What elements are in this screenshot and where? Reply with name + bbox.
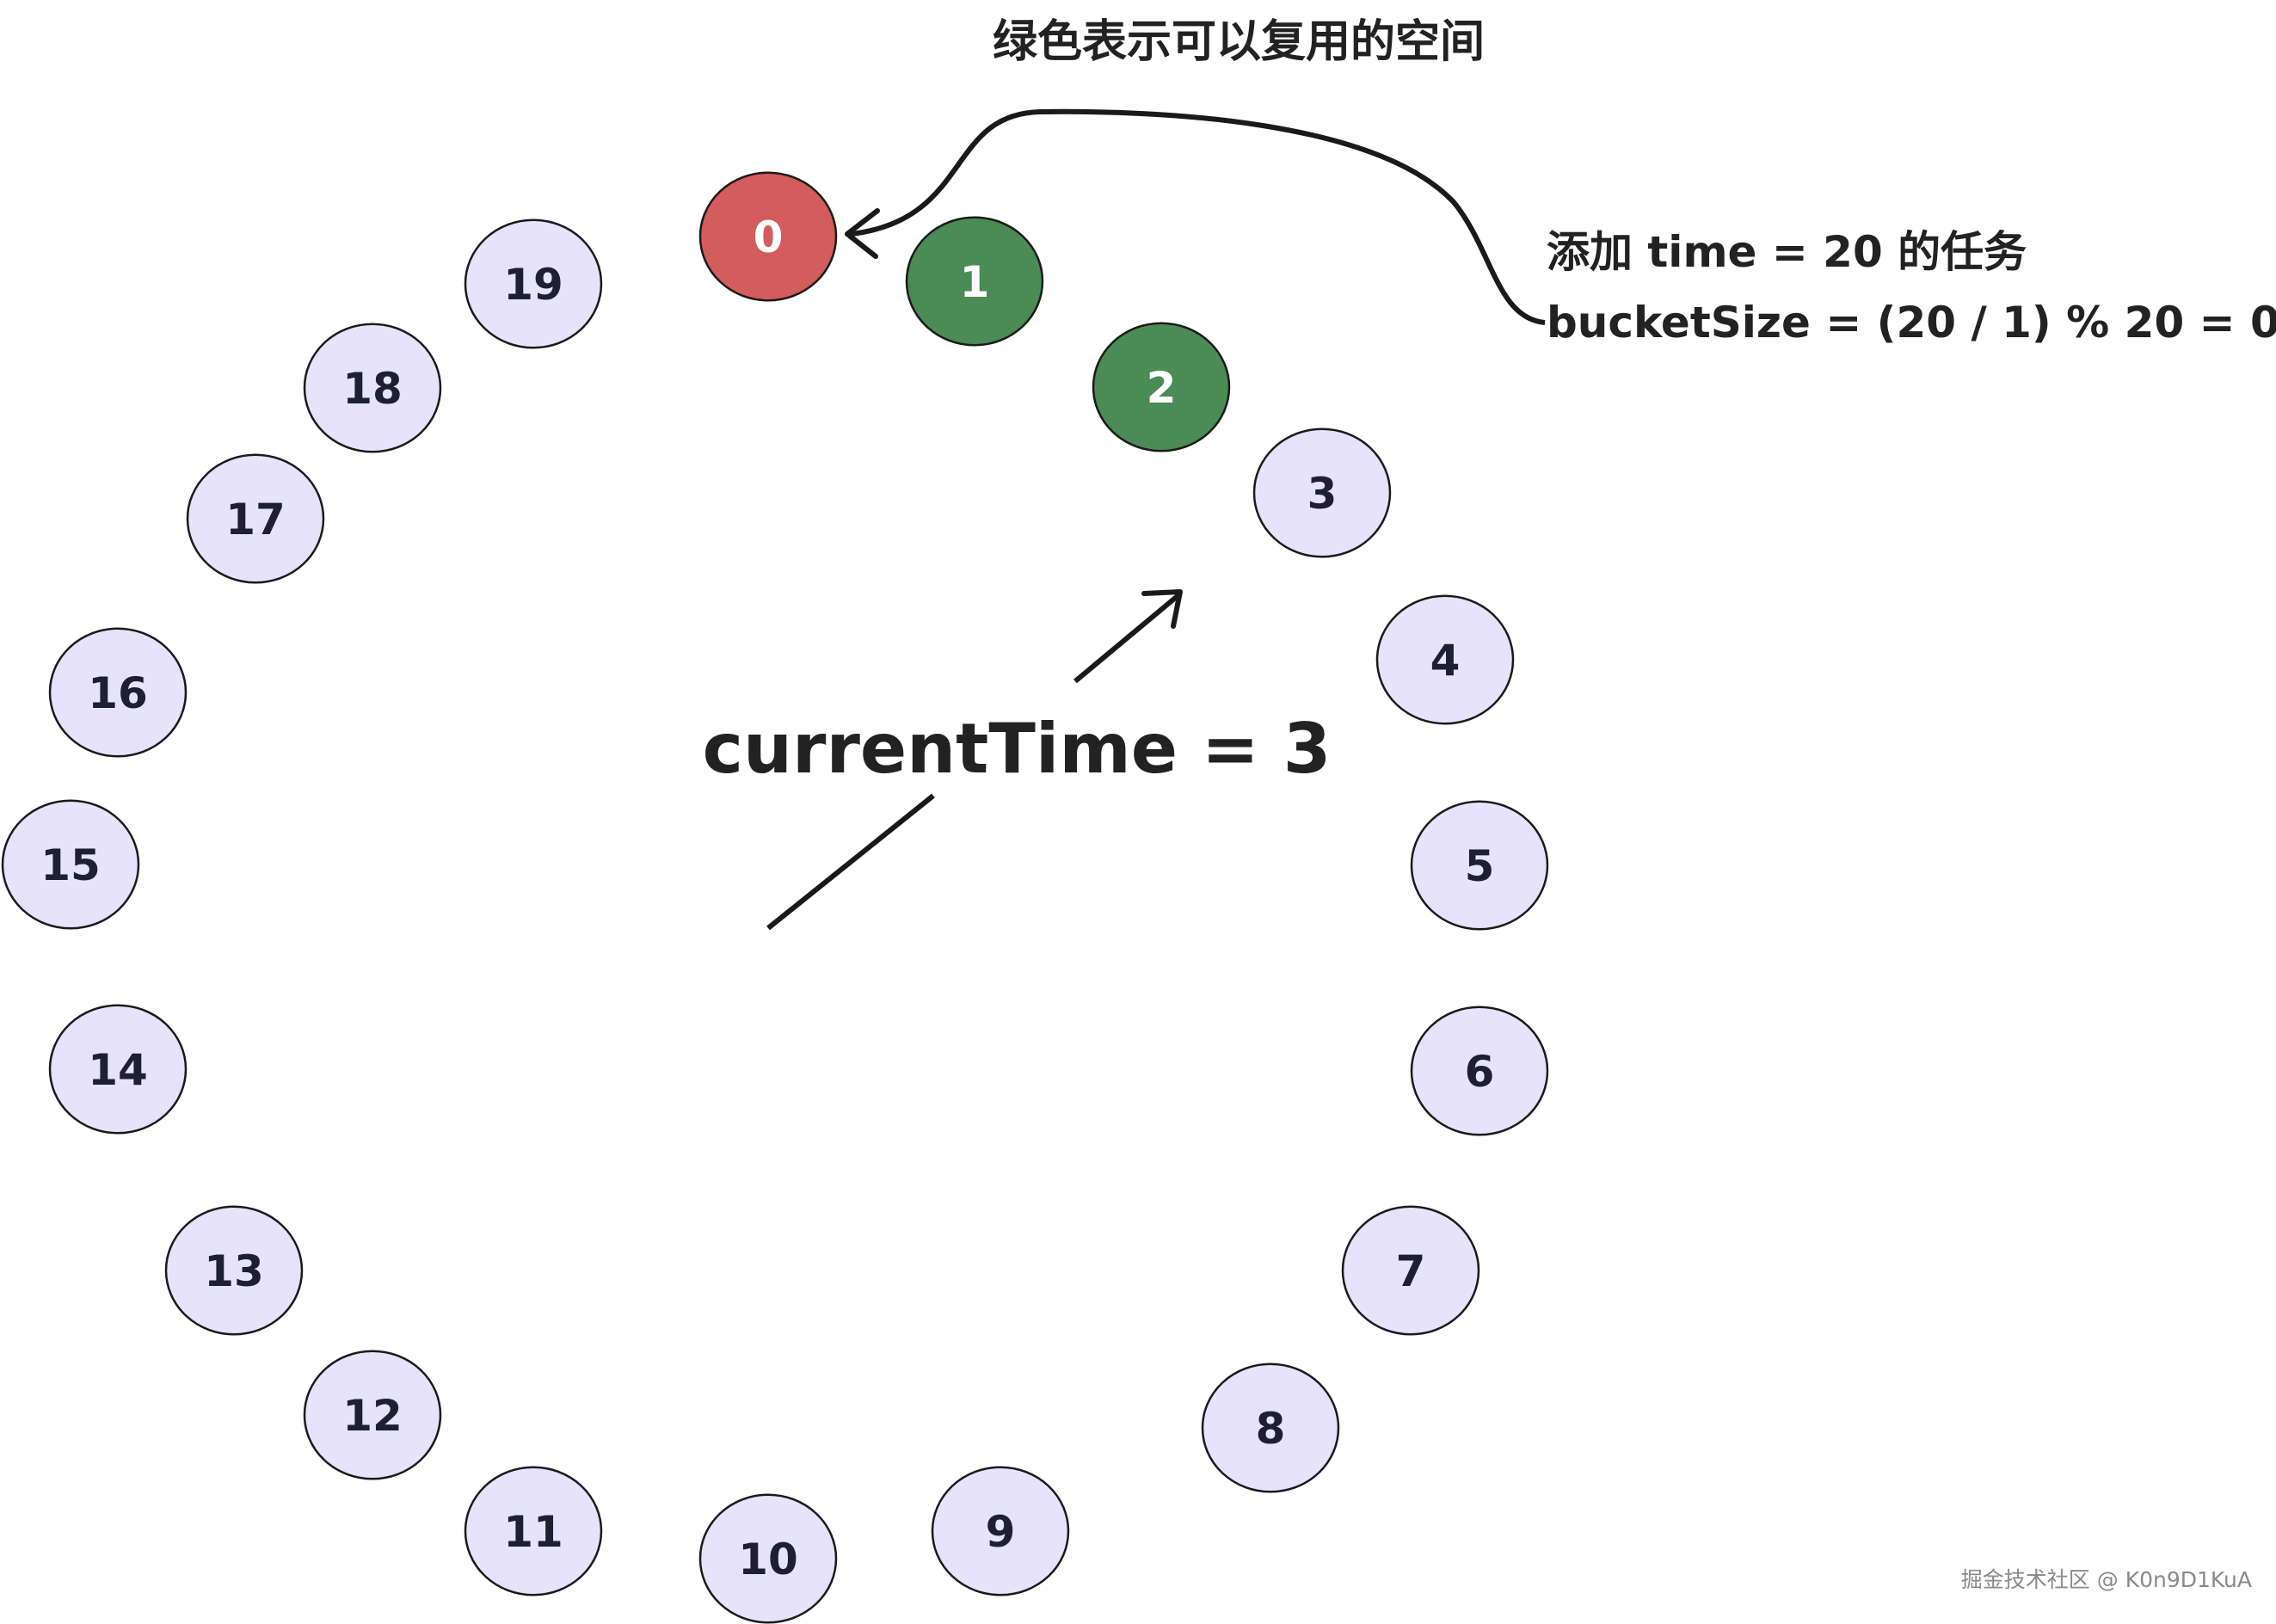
reuse-arrow-head: [845, 208, 880, 259]
wheel-slot-11: 11: [464, 1466, 603, 1596]
wheel-slot-label: 10: [738, 1535, 798, 1584]
wheel-slot-circle: [1201, 1363, 1340, 1493]
wheel-slot-label: 6: [1465, 1047, 1495, 1097]
wheel-slot-label: 1: [960, 257, 990, 307]
current-pointer-lower: [766, 793, 935, 931]
wheel-slot-label: 19: [503, 260, 563, 310]
wheel-slot-circle: [164, 1205, 304, 1336]
wheel-slot-circle: [464, 1466, 603, 1596]
wheel-slot-5: 5: [1410, 800, 1549, 931]
wheel-slot-circle: [1092, 322, 1231, 452]
wheel-slot-19: 19: [464, 218, 603, 349]
wheel-slot-circle: [931, 1466, 1070, 1596]
wheel-slot-4: 4: [1375, 594, 1515, 725]
current-pointer-head: [1141, 589, 1183, 629]
wheel-slot-label: 8: [1256, 1404, 1286, 1454]
wheel-slot-9: 9: [931, 1466, 1070, 1596]
wheel-slot-label: 13: [204, 1246, 264, 1296]
wheel-slot-16: 16: [48, 627, 188, 758]
wheel-slot-17: 17: [186, 453, 325, 584]
diagram-title: 绿色表示可以复用的空间: [993, 16, 1485, 68]
wheel-slot-12: 12: [303, 1350, 442, 1480]
wheel-slot-circle: [1, 799, 140, 930]
wheel-slot-13: 13: [164, 1205, 304, 1336]
wheel-slot-label: 11: [503, 1507, 563, 1557]
wheel-slot-label: 15: [40, 840, 101, 890]
reuse-arrow: [851, 108, 1546, 325]
wheel-slot-1: 1: [905, 216, 1044, 347]
wheel-slot-7: 7: [1341, 1205, 1480, 1336]
wheel-slot-circle: [1375, 594, 1515, 725]
add-task-note: 添加 time = 20 的任务: [1547, 227, 2027, 277]
wheel-slot-14: 14: [48, 1004, 188, 1135]
wheel-slot-label: 7: [1396, 1246, 1426, 1296]
wheel-slot-label: 9: [986, 1507, 1016, 1557]
wheel-slot-label: 18: [342, 364, 403, 414]
wheel-slot-3: 3: [1252, 428, 1392, 558]
wheel-slot-circle: [303, 323, 442, 453]
wheel-slot-10: 10: [698, 1493, 838, 1624]
wheel-slot-label: 3: [1307, 469, 1338, 519]
wheel-slot-circle: [1410, 800, 1549, 931]
wheel-slot-label: 4: [1430, 636, 1461, 686]
wheel-slot-circle: [698, 1493, 838, 1624]
wheel-slot-label: 0: [754, 212, 784, 262]
wheel-slot-2: 2: [1092, 322, 1231, 452]
watermark: 掘金技术社区 @ K0n9D1KuA: [1961, 1567, 2252, 1592]
wheel-slot-label: 16: [88, 668, 148, 718]
wheel-slot-circle: [1341, 1205, 1480, 1336]
wheel-slot-circle: [303, 1350, 442, 1480]
wheel-slot-0: 0: [698, 171, 838, 302]
wheel-slot-label: 2: [1147, 363, 1177, 413]
wheel-slot-15: 15: [1, 799, 140, 930]
wheel-slot-label: 17: [225, 495, 286, 544]
wheel-slot-circle: [48, 1004, 188, 1135]
wheel-slot-8: 8: [1201, 1363, 1340, 1493]
wheel-slot-circle: [186, 453, 325, 584]
wheel-slot-label: 12: [342, 1391, 403, 1441]
current-time-label: currentTime = 3: [703, 709, 1332, 789]
wheel-slot-circle: [48, 627, 188, 758]
wheel-slot-18: 18: [303, 323, 442, 453]
wheel-slot-6: 6: [1410, 1006, 1549, 1136]
wheel-slot-circle: [1410, 1006, 1549, 1136]
wheel-slot-circle: [905, 216, 1044, 347]
bucket-formula-note: bucketSize = (20 / 1) % 20 = 0: [1547, 298, 2276, 348]
wheel-slot-circle: [698, 171, 838, 302]
wheel-slot-circle: [1252, 428, 1392, 558]
wheel-slot-label: 5: [1465, 841, 1495, 891]
wheel-slot-label: 14: [88, 1045, 148, 1095]
wheel-slot-circle: [464, 218, 603, 349]
current-pointer-upper: [1073, 593, 1180, 684]
